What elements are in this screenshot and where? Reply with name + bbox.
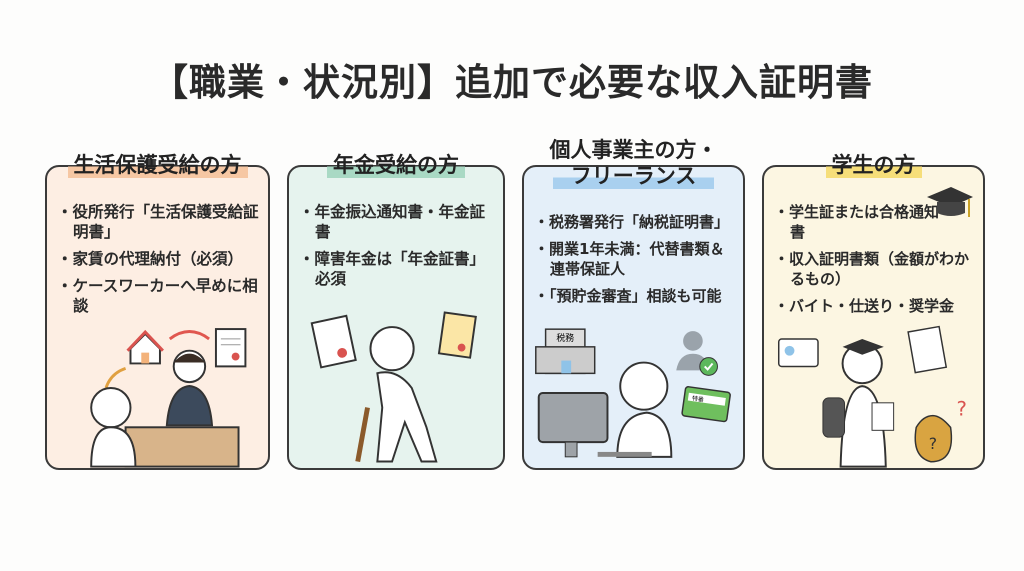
person-figure [90, 387, 137, 468]
document-icon [907, 325, 948, 374]
cane [355, 407, 370, 462]
tax-office-icon: 税務 [535, 328, 596, 375]
list-item: 収入証明書類（金額がわかるもの） [774, 249, 977, 289]
item-list: 役所発行「生活保護受給証明書」 家賃の代理納付（必須） ケースワーカーへ早めに相… [57, 202, 262, 323]
student-illustration: ? ? [777, 325, 967, 468]
list-item: 開業1年未満：代替書類＆連帯保証人 [534, 239, 737, 279]
freelancer-illustration: 税務 特番 [535, 328, 731, 458]
card-heading: 学生の方 [825, 152, 922, 178]
list-item: 障害年金は「年金証書」必須 [299, 249, 497, 289]
backpack [822, 397, 846, 438]
elderly-illustration [310, 311, 477, 463]
person-figure [616, 361, 673, 458]
question-icon: ? [956, 398, 966, 421]
card-freelance: 個人事業主の方・ フリーランス 税務署発行「納税証明書」 開業1年未満：代替書類… [522, 137, 745, 470]
list-item: 税務署発行「納税証明書」 [534, 212, 737, 232]
certificate-icon [310, 314, 357, 369]
elderly-person [355, 326, 438, 463]
desk [124, 426, 240, 468]
arrow-icon [104, 366, 127, 389]
card-heading-line2: フリーランス [552, 163, 715, 189]
certificate-icon [437, 311, 477, 359]
id-card-icon: 特番 [681, 386, 731, 423]
card-student: 学生の方 学生証または合格通知書 収入証明書類（金額がわかるもの） バイト・仕送… [762, 152, 985, 470]
student-person [822, 338, 895, 468]
graduation-cap-icon [927, 187, 973, 217]
building-label: 税務 [556, 332, 574, 344]
computer-icon [537, 392, 652, 458]
item-list: 年金振込通知書・年金証書 障害年金は「年金証書」必須 [299, 202, 497, 296]
card-heading-line1: 個人事業主の方・ [543, 137, 724, 163]
student-id-icon [777, 338, 819, 368]
caseworker-person [165, 349, 214, 427]
list-item: 「預貯金審査」相談も可能 [534, 286, 737, 306]
list-item: ケースワーカーへ早めに相談 [57, 276, 262, 316]
card-label: 特番 [692, 394, 705, 404]
card-heading: 生活保護受給の方 [67, 152, 248, 178]
list-item: 役所発行「生活保護受給証明書」 [57, 202, 262, 242]
house-icon [126, 329, 164, 365]
svg-text:?: ? [929, 434, 937, 453]
item-list: 学生証または合格通知書 収入証明書類（金額がわかるもの） バイト・仕送り・奨学金 [774, 202, 969, 323]
book [871, 402, 895, 431]
arrow-icon [168, 330, 210, 341]
list-item: 年金振込通知書・年金証書 [299, 202, 497, 242]
money-bag-icon: ? [914, 414, 953, 463]
card-welfare: 生活保護受給の方 役所発行「生活保護受給証明書」 家賃の代理納付（必須） ケース… [45, 152, 270, 470]
card-heading: 年金受給の方 [327, 152, 465, 178]
page-title: 【職業・状況別】追加で必要な収入証明書 [151, 61, 873, 104]
certificate-icon [214, 328, 247, 368]
list-item: 家賃の代理納付（必須） [57, 249, 262, 269]
list-item: 学生証または合格通知書 [774, 202, 943, 242]
list-item: バイト・仕送り・奨学金 [774, 296, 977, 316]
card-pension: 年金受給の方 年金振込通知書・年金証書 障害年金は「年金証書」必須 [287, 152, 505, 470]
caseworker-illustration [90, 328, 247, 468]
user-check-icon [676, 331, 718, 376]
item-list: 税務署発行「納税証明書」 開業1年未満：代替書類＆連帯保証人 「預貯金審査」相談… [534, 212, 737, 313]
